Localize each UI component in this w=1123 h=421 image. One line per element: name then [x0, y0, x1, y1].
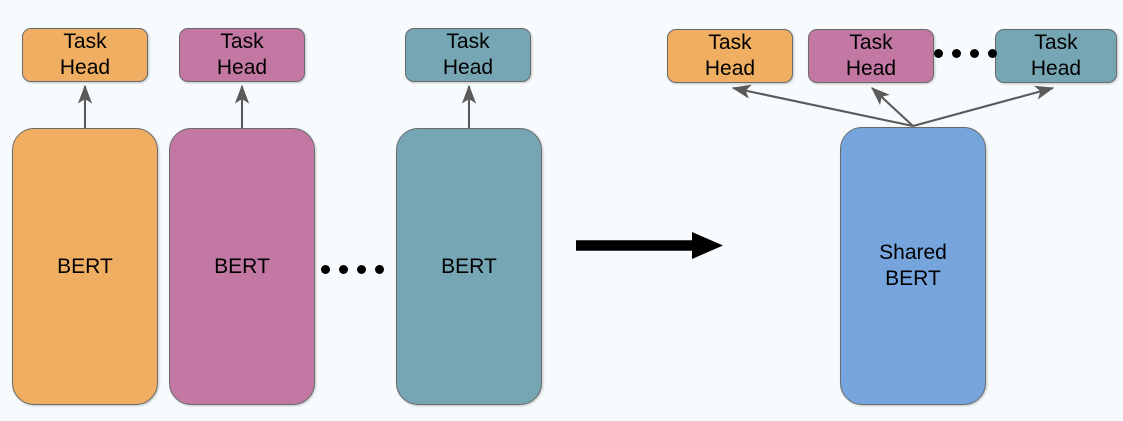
connector: [912, 85, 1055, 128]
task-head-left-1[interactable]: Task Head: [22, 28, 148, 82]
task-head-left-2[interactable]: Task Head: [179, 28, 305, 82]
connector: [871, 87, 914, 127]
ellipsis-left: [320, 264, 384, 274]
bert-encoder-3[interactable]: BERT: [396, 128, 542, 405]
shared-bert-encoder[interactable]: Shared BERT: [840, 127, 986, 405]
transition-arrow: [576, 232, 723, 259]
task-head-right-2[interactable]: Task Head: [808, 29, 934, 83]
bert-encoder-1[interactable]: BERT: [12, 128, 158, 405]
bert-encoder-2[interactable]: BERT: [169, 128, 315, 405]
ellipsis-right: [933, 48, 997, 58]
task-head-left-3[interactable]: Task Head: [405, 28, 531, 82]
connector: [731, 84, 914, 128]
task-head-right-3[interactable]: Task Head: [995, 29, 1117, 83]
task-head-right-1[interactable]: Task Head: [667, 29, 793, 83]
